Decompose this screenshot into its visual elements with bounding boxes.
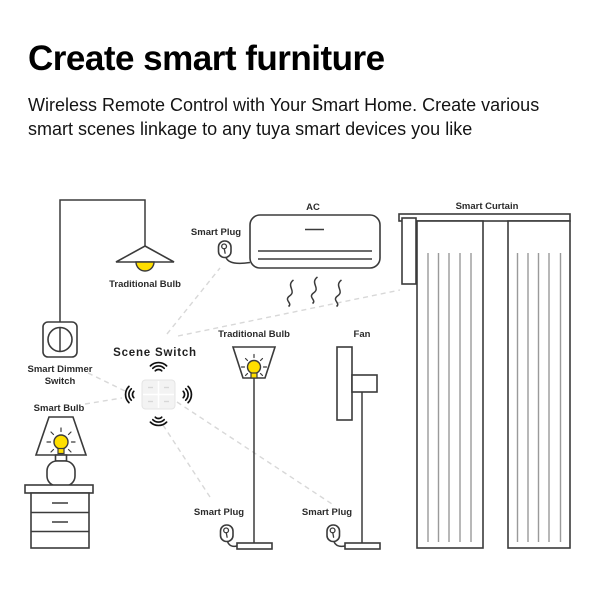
- scene-switch-button-marks: [148, 386, 169, 403]
- smart-dimmer-switch: Smart Dimmer Switch: [28, 321, 93, 387]
- ac-plug-icon: [217, 240, 232, 259]
- scene-switch: Scene Switch: [113, 347, 197, 427]
- fan-base: [344, 542, 381, 550]
- floor-lamp: Traditional Bulb: [218, 329, 290, 550]
- ac-plug-cord: [225, 257, 251, 265]
- curtain-folds-left: [427, 253, 472, 542]
- scene-switch-label: Scene Switch: [113, 347, 197, 359]
- dimmer-label-line1: Smart Dimmer: [28, 364, 93, 375]
- lamp-plug-cord: [226, 541, 238, 548]
- fan-label: Fan: [354, 329, 371, 340]
- pendant-bulb-icon: [135, 261, 155, 272]
- fan-plug-cord: [333, 541, 346, 548]
- floor-lamp-bulb-icon: [240, 353, 268, 379]
- bulb-rays: [240, 353, 268, 377]
- header: Create smart furniture Wireless Remote C…: [28, 39, 588, 143]
- connection-line-lamp-plug: [162, 424, 211, 498]
- bulb-rays: [46, 427, 76, 453]
- connection-line-curtain: [177, 289, 401, 337]
- pendant-lamp-wire: [59, 199, 146, 322]
- wifi-waves-right-icon: [182, 385, 193, 404]
- subtitle-line-1: Wireless Remote Control with Your Smart …: [28, 94, 540, 115]
- fan-plug-icon: [326, 524, 341, 543]
- air-flow-icon: [286, 276, 343, 308]
- nightstand: [24, 484, 94, 549]
- curtain-rail: [398, 213, 571, 222]
- wifi-waves-bottom-icon: [149, 416, 168, 427]
- pendant-bulb-label: Traditional Bulb: [109, 279, 181, 290]
- curtain-folds-right: [516, 253, 562, 542]
- floor-lamp-bulb-label: Traditional Bulb: [218, 329, 290, 340]
- floor-lamp-smart-plug: Smart Plug: [194, 507, 244, 548]
- lamp-plug-label: Smart Plug: [194, 507, 244, 518]
- subtitle-line-2: smart scenes linkage to any tuya smart d…: [28, 119, 473, 140]
- ac-body: [249, 214, 381, 269]
- ac-label: AC: [306, 202, 320, 213]
- smart-bulb-icon: [46, 427, 76, 455]
- ac-unit: AC: [249, 202, 381, 308]
- connection-line-dimmer: [87, 372, 126, 392]
- curtain-label: Smart Curtain: [456, 201, 519, 212]
- fan-plug-label: Smart Plug: [302, 507, 352, 518]
- floor-lamp-base: [236, 542, 273, 550]
- nightstand-top: [24, 484, 94, 494]
- smart-bulb-lamp: Smart Bulb: [34, 403, 88, 487]
- nightstand-body: [30, 492, 90, 549]
- page-title: Create smart furniture: [28, 39, 385, 78]
- lamp-plug-icon: [219, 524, 234, 543]
- table-lamp-base: [46, 460, 76, 487]
- curtain-motor: [401, 217, 417, 285]
- fan-smart-plug: Smart Plug: [302, 507, 352, 548]
- subtitle: Wireless Remote Control with Your Smart …: [28, 93, 588, 143]
- pendant-lamp-shade: [115, 245, 175, 263]
- dimmer-label-line2: Switch: [45, 376, 76, 387]
- table-lamp-neck: [54, 454, 68, 462]
- fan: Fan: [336, 329, 381, 550]
- smart-curtain: Smart Curtain: [398, 201, 571, 549]
- connection-line-ac-plug: [166, 267, 221, 335]
- smart-bulb-label: Smart Bulb: [34, 403, 85, 414]
- fan-blade: [336, 346, 353, 421]
- wifi-waves-left-icon: [124, 385, 135, 404]
- ac-smart-plug: Smart Plug: [191, 227, 251, 265]
- pendant-lamp: Traditional Bulb: [59, 199, 181, 322]
- fan-motor: [351, 374, 378, 393]
- wifi-waves-top-icon: [149, 361, 168, 372]
- ac-plug-label: Smart Plug: [191, 227, 241, 238]
- curtain-panel-left: [416, 220, 484, 549]
- connection-line-smart-bulb: [84, 397, 123, 405]
